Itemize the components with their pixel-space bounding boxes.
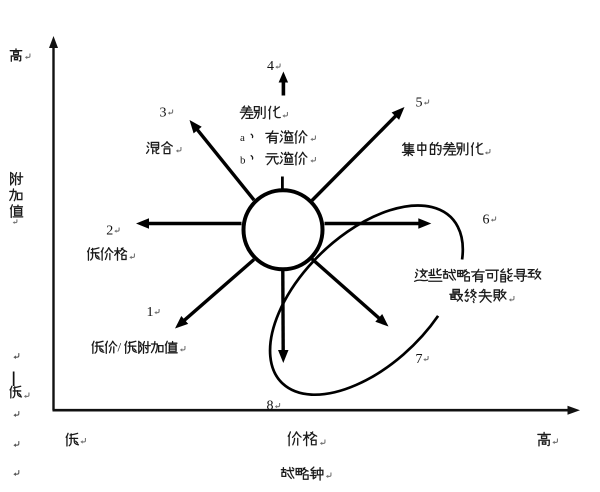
svg-text:/: / bbox=[118, 340, 122, 355]
svg-text:1: 1 bbox=[147, 305, 154, 320]
svg-text:6: 6 bbox=[483, 213, 490, 228]
svg-text:8: 8 bbox=[267, 399, 274, 414]
svg-text:b: b bbox=[240, 155, 246, 167]
svg-text:a: a bbox=[240, 132, 245, 144]
svg-text:7: 7 bbox=[416, 352, 423, 367]
svg-text:5: 5 bbox=[416, 96, 423, 111]
svg-text:2: 2 bbox=[106, 224, 113, 239]
svg-text:3: 3 bbox=[160, 106, 167, 121]
svg-text:4: 4 bbox=[267, 59, 274, 74]
